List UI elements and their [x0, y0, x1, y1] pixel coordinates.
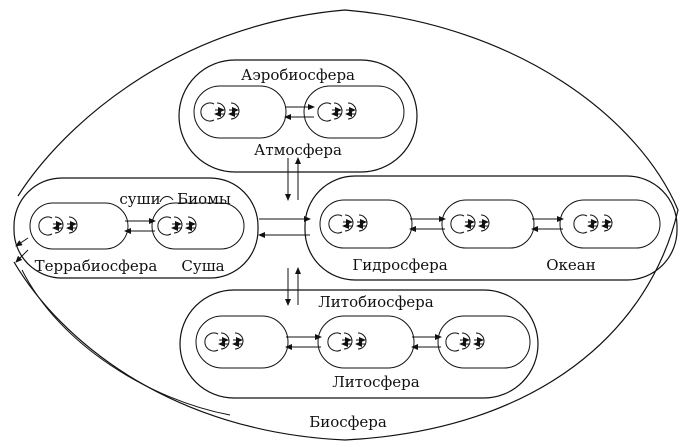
exchange-arrows — [15, 157, 311, 306]
lithosphere-label: Литосфера — [332, 373, 419, 391]
cycle-icon — [574, 215, 612, 233]
cycle-icon — [205, 333, 243, 351]
cycle-icon — [329, 215, 367, 233]
biomes-of-label: суши — [119, 190, 160, 208]
cycle-icon — [201, 103, 239, 121]
atmosphere-label: Атмосфера — [254, 141, 342, 159]
hydrosphere-label: Гидросфера — [352, 256, 447, 274]
biosphere-boundary — [13, 9, 679, 441]
aerobiosphere-group: Аэробиосфера Атмосфера — [178, 59, 418, 173]
biomes-label: Биомы — [177, 190, 231, 208]
arrow-left-icon — [15, 237, 29, 247]
cycle-icon — [451, 215, 489, 233]
cycle-icon — [446, 333, 484, 351]
biosphere-inner-arc — [21, 269, 231, 416]
arrow-left-icon — [15, 249, 29, 263]
cycle-icon — [318, 103, 356, 121]
cycle-icon — [328, 333, 366, 351]
lithobiosphere-group: Литобиосфера Литосфера — [179, 289, 539, 399]
cycle-icon — [158, 217, 196, 235]
biosphere-label: Биосфера — [309, 413, 387, 431]
hydrosphere-group: Гидросфера Океан — [304, 175, 678, 281]
land-label: Суша — [181, 257, 224, 275]
cycle-icon — [39, 217, 77, 235]
aerobiosphere-label: Аэробиосфера — [241, 66, 355, 84]
ocean-label: Океан — [546, 256, 596, 274]
lithobiosphere-label: Литобиосфера — [318, 293, 434, 311]
terrabiosphere-group: суши Биомы Террабиосфера Суша — [13, 177, 259, 279]
terrabiosphere-label: Террабиосфера — [35, 257, 158, 275]
